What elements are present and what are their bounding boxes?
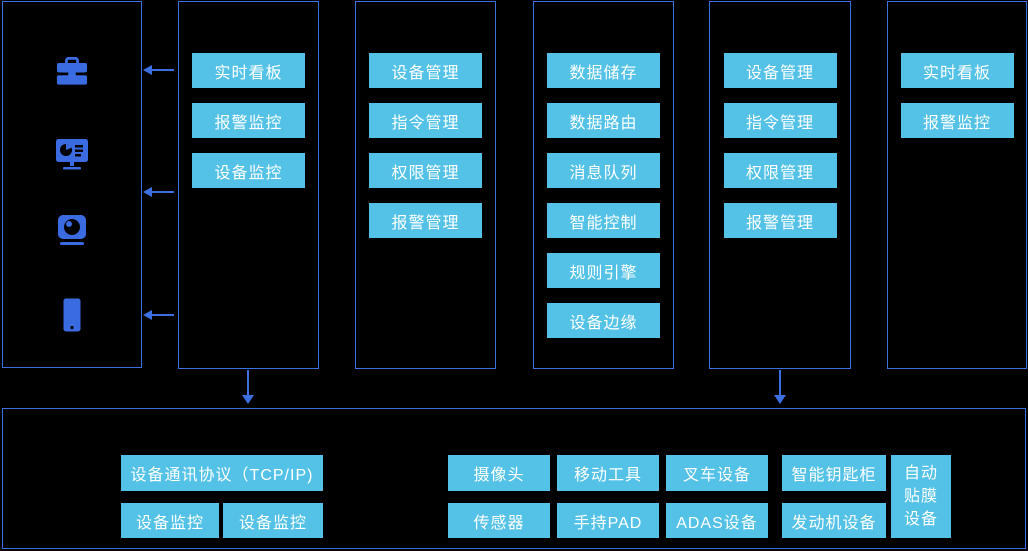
node-realtime-dashboard: 实时看板 [192,53,305,88]
node-adas-device: ADAS设备 [666,503,768,538]
node-realtime-dashboard: 实时看板 [900,53,1014,88]
arrow-down-icon [242,370,254,404]
briefcase-icon [56,56,88,91]
node-device-edge: 设备边缘 [547,303,660,338]
node-engine-device: 发动机设备 [782,503,886,538]
node-auto-film-device: 自动贴膜设备 [891,455,951,538]
arrow-left-icon [143,186,174,198]
node-handheld-pad: 手持PAD [557,503,659,538]
dashboard-panel-right: 实时看板 报警监控 [887,1,1027,369]
node-data-storage: 数据储存 [547,53,660,88]
node-device-monitoring: 设备监控 [121,503,219,538]
node-device-monitoring: 设备监控 [192,153,305,188]
platform-core-panel: 数据储存 数据路由 消息队列 智能控制 规则引擎 设备边缘 [533,1,674,369]
node-alarm-management: 报警管理 [723,203,837,238]
arrow-down-icon [774,370,786,404]
node-camera: 摄像头 [448,455,550,491]
node-data-routing: 数据路由 [547,103,660,138]
monitor-chart-icon [55,138,89,177]
node-alarm-monitoring: 报警监控 [900,103,1014,138]
node-intelligent-control: 智能控制 [547,203,660,238]
node-permission-management: 权限管理 [369,153,482,188]
node-command-management: 指令管理 [723,103,837,138]
node-message-queue: 消息队列 [547,153,660,188]
arrow-left-icon [143,309,174,321]
node-alarm-monitoring: 报警监控 [192,103,305,138]
terminal-panel [2,1,142,368]
node-device-management: 设备管理 [369,53,482,88]
node-rule-engine: 规则引擎 [547,253,660,288]
monitor-app-panel: 实时看板 报警监控 设备监控 [178,1,319,369]
smartphone-icon [63,298,81,337]
node-smart-key-cabinet: 智能钥匙柜 [782,455,886,491]
node-device-monitoring: 设备监控 [223,503,323,538]
device-mgmt-panel-left: 设备管理 指令管理 权限管理 报警管理 [355,1,496,369]
node-sensor: 传感器 [448,503,550,538]
node-alarm-management: 报警管理 [369,203,482,238]
node-command-management: 指令管理 [369,103,482,138]
node-permission-management: 权限管理 [723,153,837,188]
device-mgmt-panel-right: 设备管理 指令管理 权限管理 报警管理 [709,1,851,369]
arrow-left-icon [143,64,174,76]
camera-icon [55,215,89,251]
node-mobile-tool: 移动工具 [557,455,659,491]
access-layer-panel: 设备通讯协议（TCP/IP) 设备监控 设备监控 摄像头 移动工具 叉车设备 智… [2,408,1026,549]
node-device-management: 设备管理 [723,53,837,88]
node-protocol-tcpip: 设备通讯协议（TCP/IP) [121,455,323,491]
node-forklift-device: 叉车设备 [666,455,768,491]
